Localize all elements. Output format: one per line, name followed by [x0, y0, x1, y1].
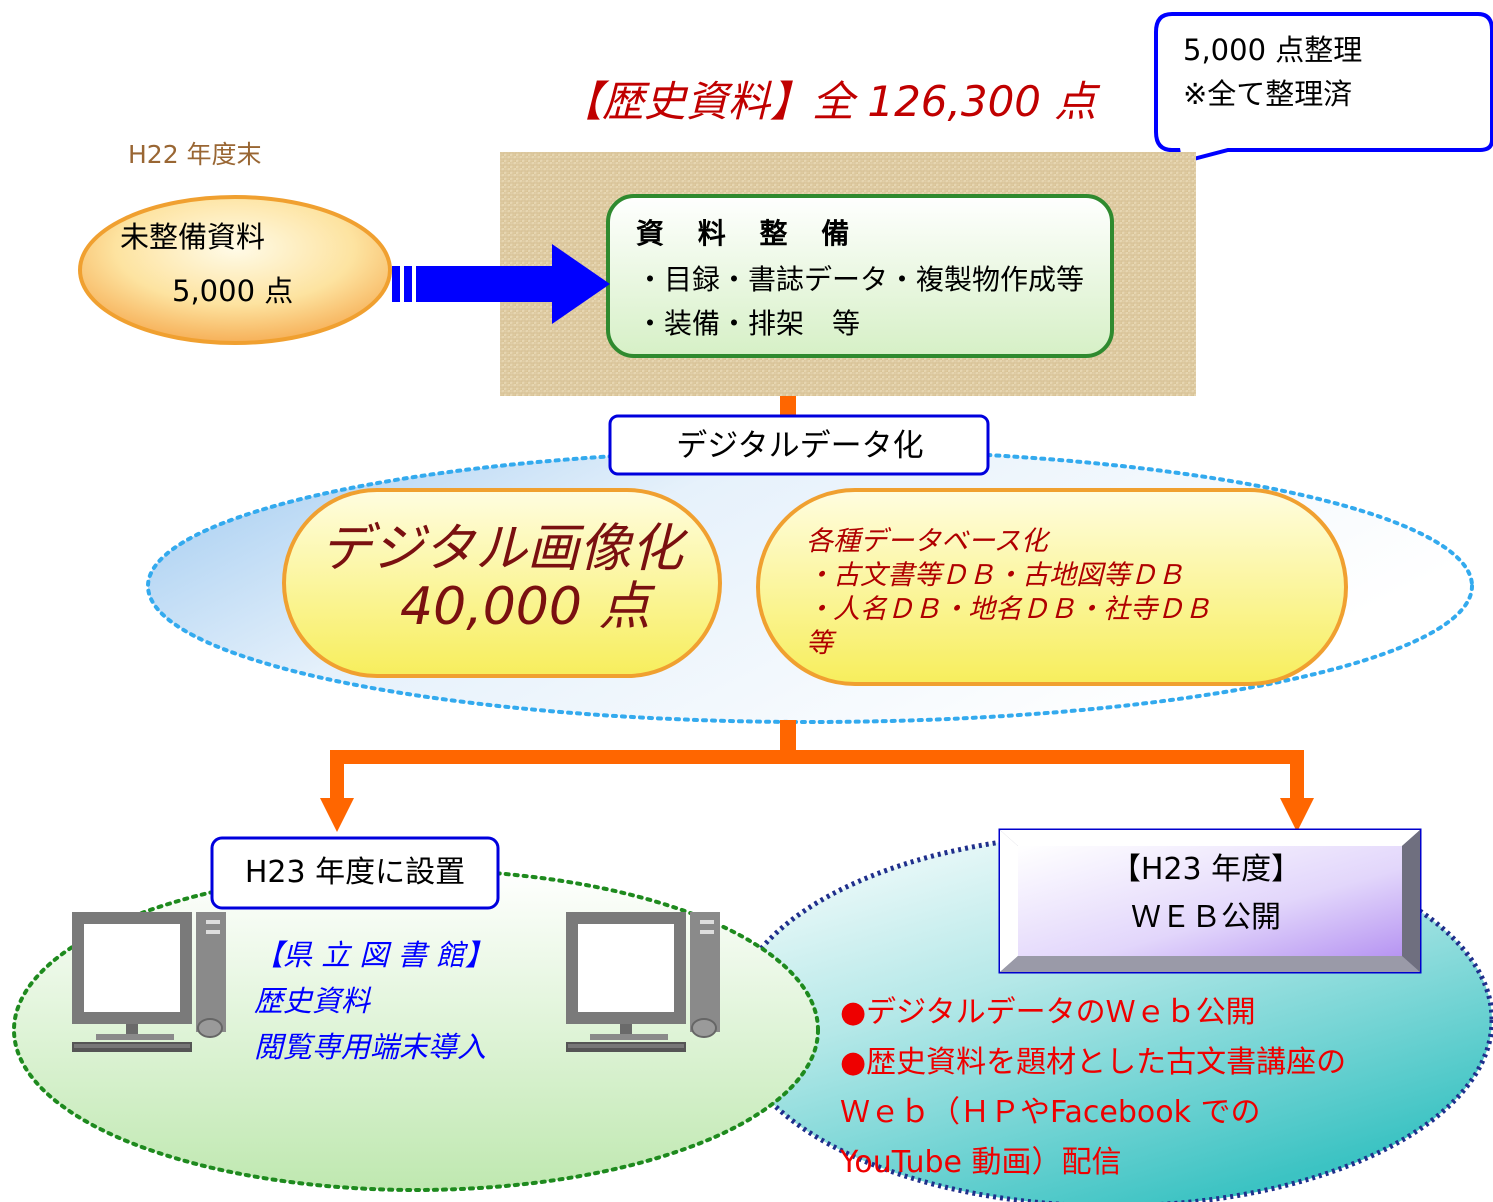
preparation-item-2: ・装備・排架 等 [636, 307, 861, 340]
computer-icon-left [72, 912, 226, 1052]
database-line-2: ・古文書等ＤＢ・古地図等ＤＢ [806, 560, 1184, 591]
connector-top [780, 396, 796, 418]
preparation-heading: 資 料 整 備 [636, 217, 862, 250]
blue-arrow [392, 244, 610, 324]
unfinished-oval [78, 195, 392, 345]
database-line-1: 各種データベース化 [806, 526, 1048, 557]
preparation-box [606, 194, 1114, 358]
digital-label-box [608, 414, 990, 476]
web-item-2: ●歴史資料を題材とした古文書講座の [840, 1045, 1347, 1080]
database-line-4: 等 [806, 628, 833, 659]
callout-line-1: 5,000 点整理 [1183, 33, 1363, 67]
web-label: 【H23 年度】 ＷＥＢ公開 [1018, 846, 1394, 942]
database-text: 各種データベース化 ・古文書等ＤＢ・古地図等ＤＢ ・人名ＤＢ・地名ＤＢ・社寺ＤＢ… [806, 525, 1211, 661]
computer-icon-right [566, 912, 720, 1052]
unfinished-text: 未整備資料 5,000 点 [120, 210, 293, 318]
year-label: H22 年度末 [128, 140, 262, 169]
imaging-line-1: デジタル画像化 [320, 519, 683, 579]
callout-text: 5,000 点整理 ※全て整理済 [1183, 28, 1362, 116]
branch-connector [320, 720, 1314, 832]
web-label-line-1: 【H23 年度】 [1110, 852, 1302, 887]
imaging-text: デジタル画像化 40,000 点 [320, 520, 683, 636]
setup-label: H23 年度に設置 [244, 855, 466, 890]
unfinished-line-1: 未整備資料 [120, 220, 266, 254]
web-item-1: ●デジタルデータのＷｅｂ公開 [840, 995, 1256, 1030]
web-label-line-2: ＷＥＢ公開 [1131, 900, 1281, 935]
imaging-line-2: 40,000 点 [400, 577, 651, 637]
database-pill [756, 488, 1348, 686]
library-line-1: 【県 立 図 書 館】 [254, 938, 494, 972]
digital-label: デジタルデータ化 [676, 428, 924, 464]
database-line-3: ・人名ＤＢ・地名ＤＢ・社寺ＤＢ [806, 594, 1211, 625]
setup-label-box [210, 836, 500, 910]
library-line-3: 閲覧専用端末導入 [254, 1030, 487, 1064]
web-label-box [998, 828, 1422, 974]
web-item-4: YouTube 動画）配信 [840, 1145, 1122, 1180]
callout-line-2: ※全て整理済 [1183, 77, 1353, 111]
web-items: ●デジタルデータのＷｅｂ公開 ●歴史資料を題材とした古文書講座の Ｗｅｂ（ＨＰや… [840, 988, 1346, 1188]
library-line-2: 歴史資料 [254, 984, 371, 1018]
library-text: 【県 立 図 書 館】 歴史資料 閲覧専用端末導入 [254, 932, 494, 1070]
page-title: 【歴史資料】全 126,300 点 [560, 77, 1097, 126]
preparation-item-1: ・目録・書誌データ・複製物作成等 [636, 263, 1085, 296]
unfinished-line-2: 5,000 点 [172, 274, 294, 308]
preparation-text: 資 料 整 備 ・目録・書誌データ・複製物作成等 ・装備・排架 等 [636, 212, 1084, 346]
web-item-3: Ｗｅｂ（ＨＰやFacebook での [840, 1095, 1261, 1130]
imaging-pill [282, 488, 722, 678]
